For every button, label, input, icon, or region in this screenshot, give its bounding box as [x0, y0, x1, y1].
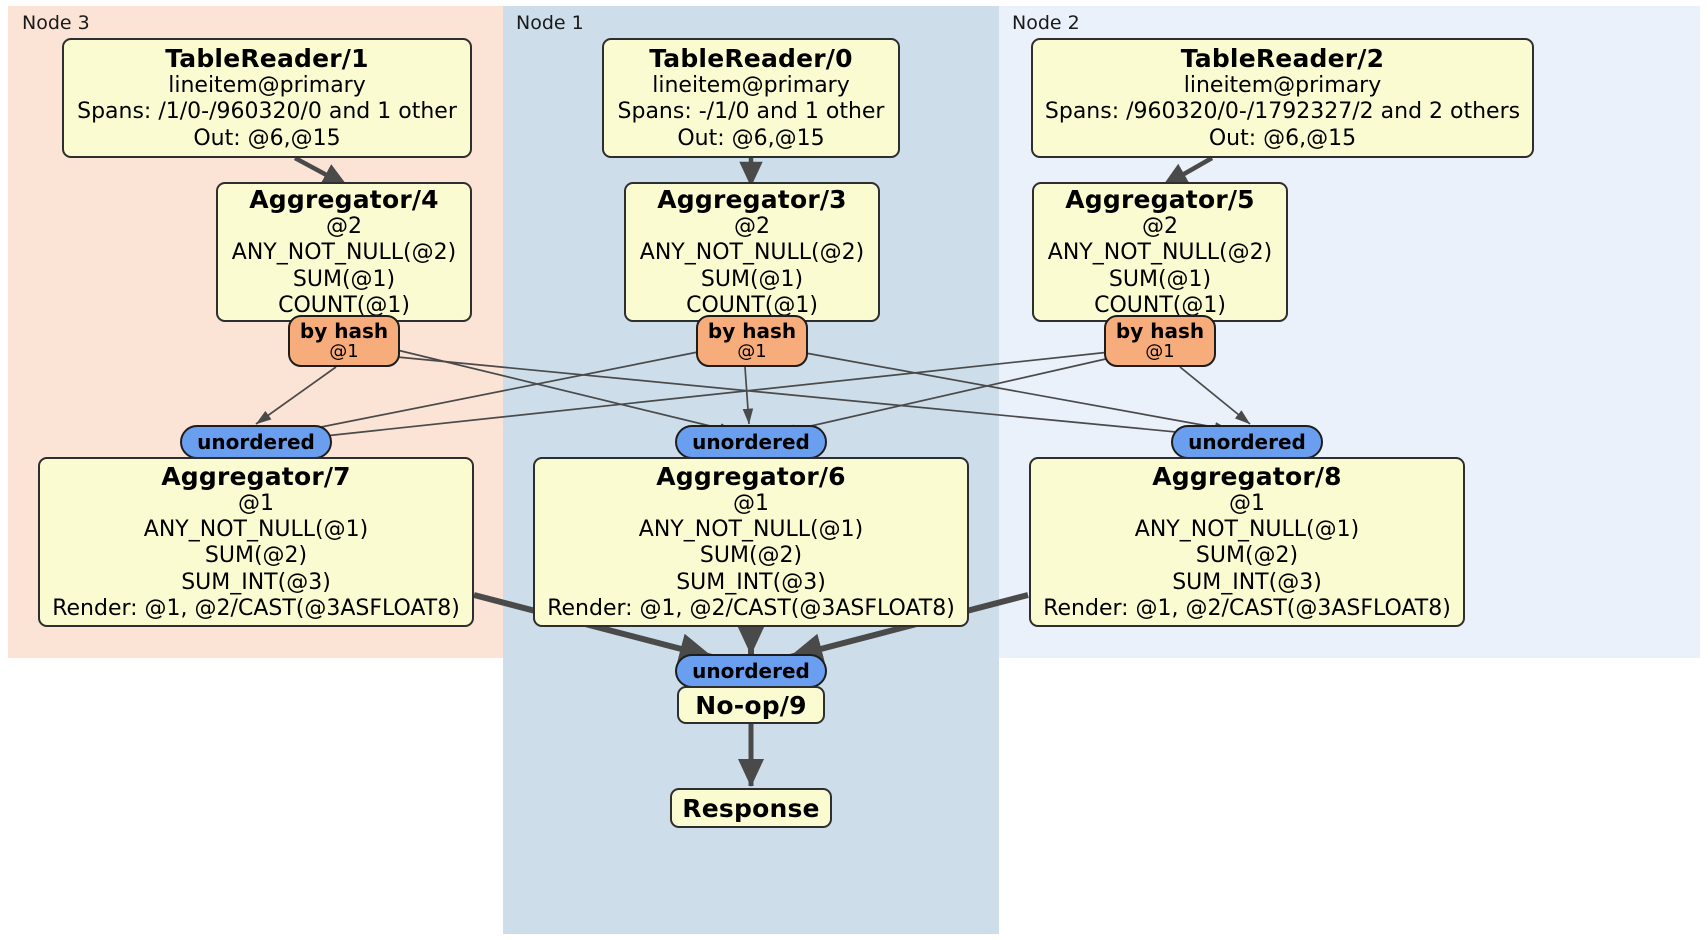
processor-detail-line: lineitem@primary [168, 72, 366, 98]
processor-detail-line: ANY_NOT_NULL(@1) [143, 516, 369, 542]
processor-title: TableReader/0 [649, 43, 853, 73]
processor-detail-line: SUM(@2) [1195, 543, 1299, 569]
processor-noop-9[interactable]: No-op/9 [677, 686, 825, 724]
processor-detail-line: @2 [1142, 213, 1178, 239]
processor-table-reader-2[interactable]: TableReader/2 lineitem@primary Spans: /9… [1031, 38, 1534, 158]
processor-detail-line: SUM(@1) [292, 266, 396, 292]
synchronizer-label: unordered [197, 430, 315, 454]
processor-detail-line: ANY_NOT_NULL(@2) [1047, 240, 1273, 266]
processor-detail-line: lineitem@primary [652, 72, 850, 98]
processor-title: Response [682, 793, 820, 823]
processor-detail-line: SUM(@1) [1108, 266, 1212, 292]
router-label: by hash [1115, 318, 1205, 343]
processor-detail-line: Out: @6,@15 [193, 125, 341, 151]
processor-render-line: Render: @1, @2/CAST(@3ASFLOAT8) [52, 596, 460, 622]
processor-detail-line: SUM_INT(@3) [1172, 569, 1322, 595]
processor-detail-line: COUNT(@1) [278, 292, 410, 318]
output-router-by-hash-right[interactable]: by hash @1 [1104, 315, 1216, 367]
synchronizer-label: unordered [692, 659, 810, 683]
processor-aggregator-8[interactable]: Aggregator/8 @1 ANY_NOT_NULL(@1) SUM(@2)… [1029, 457, 1465, 627]
processor-aggregator-4[interactable]: Aggregator/4 @2 ANY_NOT_NULL(@2) SUM(@1)… [216, 182, 472, 322]
processor-aggregator-6[interactable]: Aggregator/6 @1 ANY_NOT_NULL(@1) SUM(@2)… [533, 457, 969, 627]
processor-aggregator-7[interactable]: Aggregator/7 @1 ANY_NOT_NULL(@1) SUM(@2)… [38, 457, 474, 627]
processor-detail-line: SUM_INT(@3) [676, 569, 826, 595]
processor-title: Aggregator/7 [161, 461, 351, 491]
output-router-by-hash-center[interactable]: by hash @1 [696, 315, 808, 367]
processor-title: TableReader/1 [165, 43, 369, 73]
synchronizer-label: unordered [1188, 430, 1306, 454]
processor-response[interactable]: Response [670, 788, 832, 828]
synchronizer-unordered-right[interactable]: unordered [1171, 425, 1323, 459]
processor-title: Aggregator/5 [1065, 184, 1255, 214]
node-label-node3: Node 3 [22, 12, 90, 34]
processor-title: Aggregator/8 [1152, 461, 1342, 491]
processor-detail-line: SUM(@2) [204, 543, 308, 569]
processor-detail-line: SUM_INT(@3) [181, 569, 331, 595]
processor-detail-line: lineitem@primary [1183, 72, 1382, 98]
synchronizer-unordered-left[interactable]: unordered [180, 425, 332, 459]
processor-detail-line: @1 [733, 490, 769, 516]
router-column: @1 [329, 340, 359, 362]
processor-table-reader-0[interactable]: TableReader/0 lineitem@primary Spans: -/… [602, 38, 900, 158]
processor-detail-line: COUNT(@1) [686, 292, 818, 318]
router-column: @1 [737, 340, 767, 362]
processor-title: Aggregator/6 [656, 461, 846, 491]
processor-render-line: Render: @1, @2/CAST(@3ASFLOAT8) [547, 596, 955, 622]
router-label: by hash [299, 318, 389, 343]
processor-detail-line: ANY_NOT_NULL(@2) [231, 240, 457, 266]
processor-aggregator-5[interactable]: Aggregator/5 @2 ANY_NOT_NULL(@2) SUM(@1)… [1032, 182, 1288, 322]
processor-title: Aggregator/3 [657, 184, 847, 214]
processor-detail-line: ANY_NOT_NULL(@2) [639, 240, 865, 266]
processor-detail-line: ANY_NOT_NULL(@1) [638, 516, 864, 542]
synchronizer-unordered-center[interactable]: unordered [675, 425, 827, 459]
node-label-node2: Node 2 [1012, 12, 1080, 34]
router-column: @1 [1145, 340, 1175, 362]
processor-detail-line: Spans: /1/0-/960320/0 and 1 other [77, 99, 457, 125]
processor-detail-line: Spans: /960320/0-/1792327/2 and 2 others [1044, 99, 1521, 125]
processor-detail-line: @1 [1229, 490, 1265, 516]
node-label-node1: Node 1 [516, 12, 584, 34]
router-label: by hash [707, 318, 797, 343]
processor-detail-line: Out: @6,@15 [1208, 125, 1357, 151]
processor-table-reader-1[interactable]: TableReader/1 lineitem@primary Spans: /1… [62, 38, 472, 158]
synchronizer-label: unordered [692, 430, 810, 454]
processor-detail-line: @2 [326, 213, 362, 239]
processor-detail-line: SUM(@2) [699, 543, 803, 569]
processor-title: No-op/9 [695, 690, 807, 720]
processor-aggregator-3[interactable]: Aggregator/3 @2 ANY_NOT_NULL(@2) SUM(@1)… [624, 182, 880, 322]
processor-detail-line: ANY_NOT_NULL(@1) [1134, 516, 1360, 542]
processor-detail-line: Spans: -/1/0 and 1 other [617, 99, 885, 125]
processor-detail-line: @2 [734, 213, 770, 239]
processor-detail-line: Out: @6,@15 [677, 125, 825, 151]
processor-render-line: Render: @1, @2/CAST(@3ASFLOAT8) [1043, 596, 1451, 622]
processor-title: Aggregator/4 [249, 184, 439, 214]
output-router-by-hash-left[interactable]: by hash @1 [288, 315, 400, 367]
processor-detail-line: @1 [238, 490, 274, 516]
processor-detail-line: SUM(@1) [700, 266, 804, 292]
processor-title: TableReader/2 [1180, 43, 1385, 73]
processor-detail-line: COUNT(@1) [1094, 292, 1226, 318]
synchronizer-unordered-final[interactable]: unordered [675, 654, 827, 688]
